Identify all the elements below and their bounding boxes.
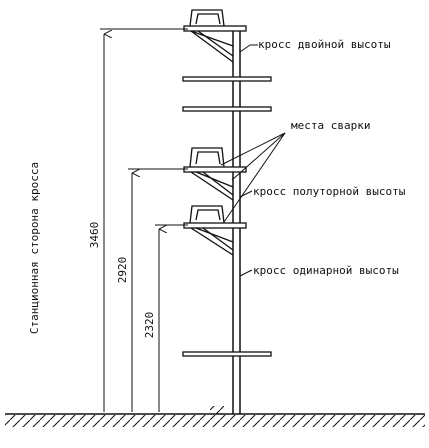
label-double-cross: кросс двойной высоты [258, 38, 391, 51]
leader-lines [220, 44, 286, 277]
lower-shelf [183, 205, 247, 256]
dimension-2920: 2920 [116, 257, 129, 284]
dimension-2320: 2320 [143, 312, 156, 339]
dimension-lines [100, 28, 188, 412]
dimension-3460: 3460 [88, 222, 101, 249]
label-one-half-cross: кросс полуторной высоты [253, 185, 406, 198]
middle-shelf [183, 147, 247, 201]
main-post [210, 30, 241, 414]
top-shelf [183, 9, 247, 63]
ground [5, 413, 425, 427]
label-weld-points: места сварки [291, 119, 370, 132]
station-side-label: Станционная сторона кросса [28, 162, 41, 334]
intermediate-shelves [182, 76, 272, 357]
label-single-cross: кросс одинарной высоты [253, 264, 399, 277]
